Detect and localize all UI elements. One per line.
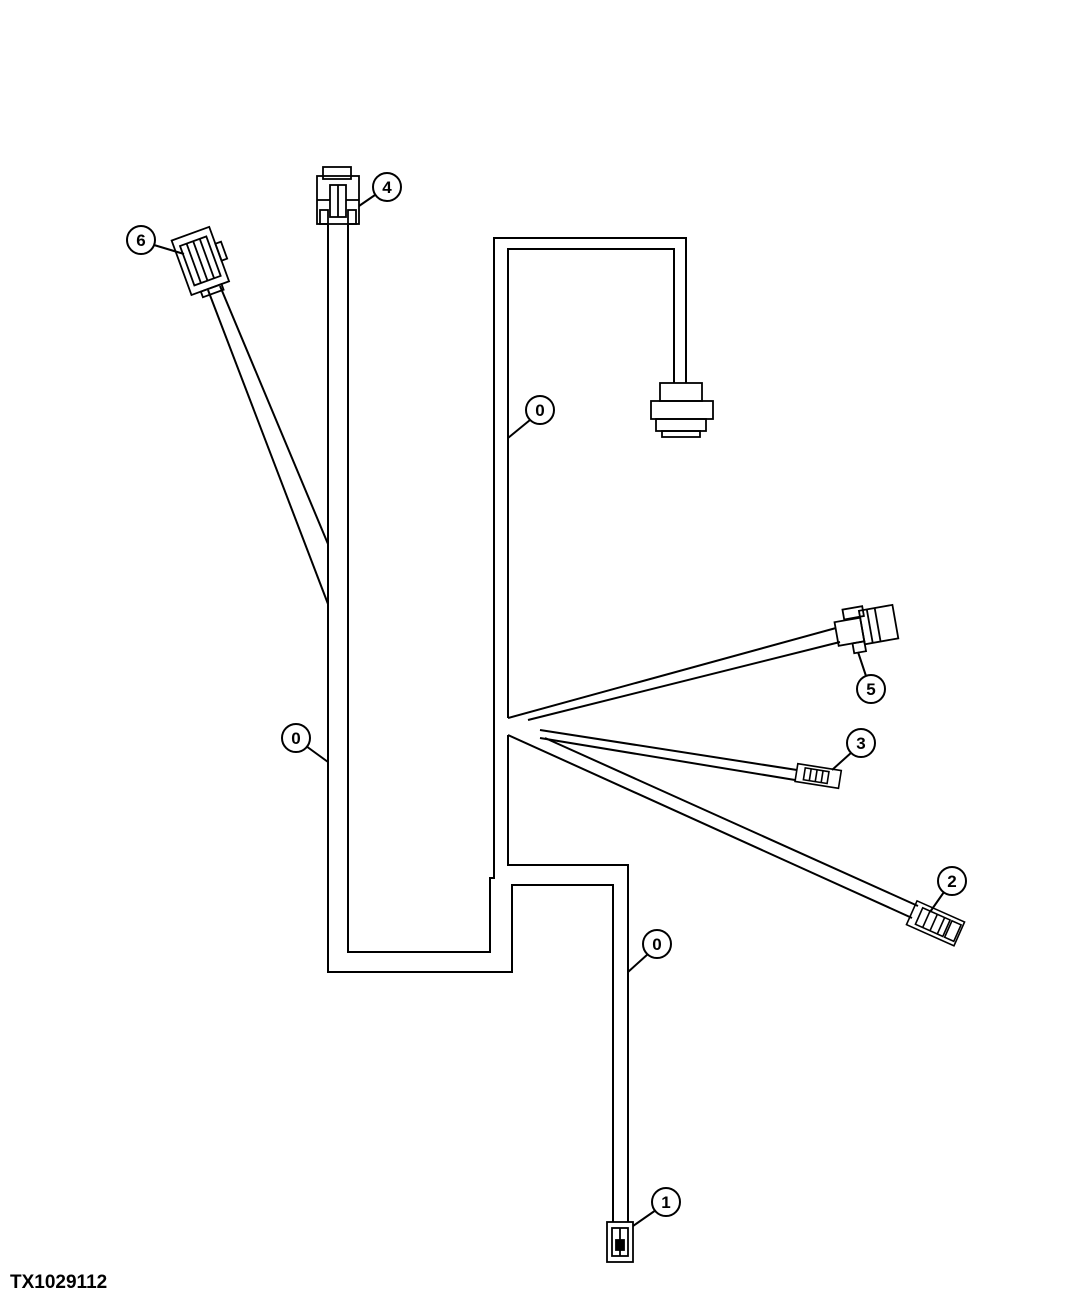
- connector-5: [833, 603, 900, 655]
- figure-id-label: TX1029112: [10, 1272, 108, 1293]
- callout-1-label: 1: [661, 1193, 670, 1212]
- callout-1: 1: [632, 1187, 681, 1227]
- callout-4: 4: [358, 172, 402, 207]
- callout-0-upper-label: 0: [535, 401, 544, 420]
- branch-6: [207, 285, 329, 605]
- branch-2: [507, 734, 919, 919]
- callout-2: 2: [929, 866, 967, 913]
- callout-0-left-label: 0: [291, 729, 300, 748]
- connector-4: [316, 166, 360, 225]
- callout-2-label: 2: [947, 872, 956, 891]
- callout-5: 5: [856, 651, 886, 704]
- callout-3-label: 3: [856, 734, 865, 753]
- callout-5-label: 5: [866, 680, 875, 699]
- connector-3: [794, 762, 843, 790]
- branch-3: [539, 729, 798, 781]
- callout-0-lower: 0: [627, 929, 672, 973]
- callout-0-left: 0: [281, 723, 329, 763]
- round-connector: [650, 382, 714, 438]
- callout-6-label: 6: [136, 231, 145, 250]
- callout-3: 3: [831, 728, 876, 771]
- connector-2: [905, 899, 966, 947]
- left-trunk-harness: [327, 225, 687, 1222]
- callout-0-lower-label: 0: [652, 935, 661, 954]
- callout-0-upper: 0: [507, 395, 555, 439]
- branch-5: [507, 627, 841, 721]
- callout-4-label: 4: [382, 178, 392, 197]
- callout-6: 6: [126, 225, 185, 255]
- connector-1: [606, 1221, 634, 1263]
- connector-6: [170, 225, 231, 299]
